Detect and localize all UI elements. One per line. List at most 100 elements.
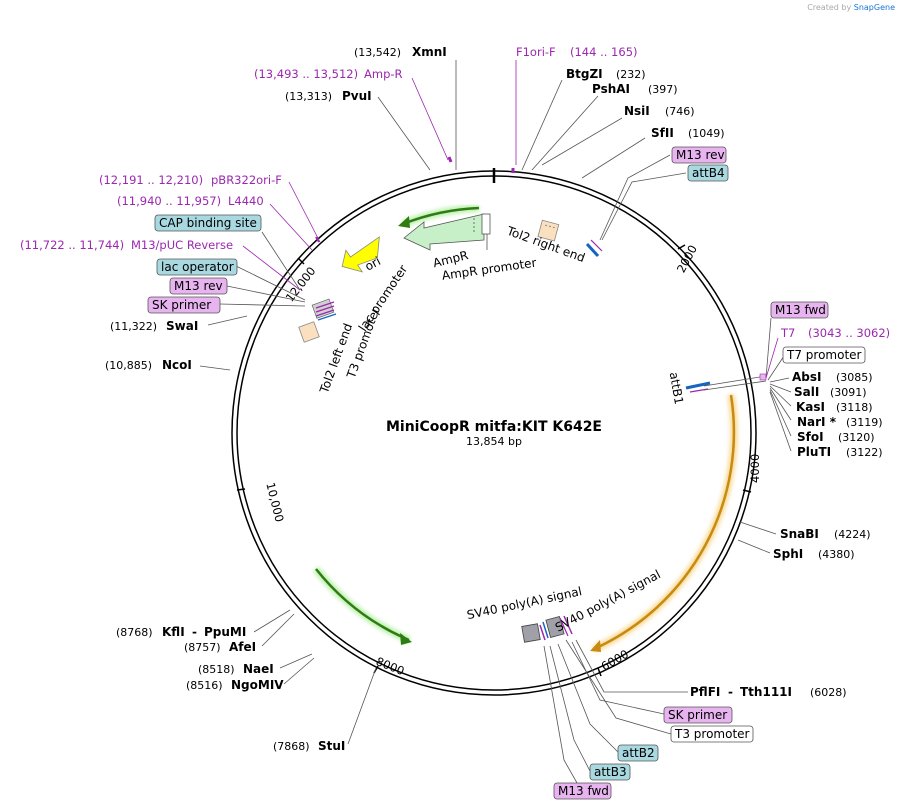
kit-cds-arrowhead [590,640,601,652]
site-pos-sfii: (1049) [688,127,725,140]
left-cluster[interactable] [298,298,337,343]
feature-arcs [313,204,738,653]
attb1-cluster[interactable] [685,373,767,393]
credit-prefix: Created by [807,3,852,12]
tol2-right-feature[interactable] [537,219,560,242]
site-pluti[interactable]: PluTI [797,445,831,459]
primer-t7[interactable]: T7 [780,326,795,340]
site-pshai[interactable]: PshAI [592,82,630,96]
tol2-right-block[interactable] [537,219,560,242]
site-nari[interactable]: NarI * [797,415,837,429]
site-kasi[interactable]: KasI [796,400,825,414]
primer-labels: F1ori-F (144 .. 165) (13,493 .. 13,512) … [20,45,890,340]
site-pos-naei: (8518) [198,663,235,676]
site-xmni[interactable]: XmnI [412,45,447,59]
site-pos-sfoi: (3120) [838,431,875,444]
site-ngomiv[interactable]: NgoMIV [231,678,284,692]
primer-f1ori-f[interactable]: F1ori-F [516,45,556,59]
site-swai[interactable]: SwaI [166,319,198,333]
leaders [199,60,792,791]
site-pos-xmni: (13,542) [354,46,401,59]
site-naei[interactable]: NaeI [243,662,274,676]
tick-label-4000: 4000 [748,454,762,483]
primer-pos-l4440: (11,940 .. 11,957) [117,194,221,208]
primer-pos-amp-r: (13,493 .. 13,512) [254,67,358,81]
circle-markers [315,156,603,258]
site-tth111i[interactable]: Tth111I [740,685,792,699]
box-t3-promoter-bottom[interactable]: T3 promoter [674,727,750,741]
ori-label: ori [363,254,383,274]
site-pos-absi: (3085) [836,371,873,384]
site-absi[interactable]: AbsI [792,370,821,384]
site-pos-afei: (8757) [184,641,221,654]
site-sfoi[interactable]: SfoI [797,430,824,444]
green-cds-arrowhead [400,633,412,645]
tol2-left-block[interactable] [298,321,320,343]
site-pos-btgzi: (232) [616,68,646,81]
site-pos-nari: (3119) [846,416,883,429]
ampr-feature[interactable] [403,213,491,251]
box-t7-promoter-right[interactable]: T7 promoter [786,348,862,362]
site-pos-pshai: (397) [648,83,678,96]
site-sali[interactable]: SalI [794,385,819,399]
ori-arrow[interactable] [337,236,389,278]
site-pos-swai: (11,322) [110,320,157,333]
box-sk-primer-bottom[interactable]: SK primer [668,708,727,722]
primer-pos-f1ori-f: (144 .. 165) [570,45,638,59]
sv40-block-2[interactable] [545,616,565,638]
primer-pbr322ori-f[interactable]: pBR322ori-F [211,173,282,187]
box-attb3[interactable]: attB3 [594,765,627,779]
green-arc-glow [313,566,411,644]
site-stui[interactable]: StuI [318,739,345,753]
boxed-labels: M13 rev attB4 M13 fwd T7 promoter CAP bi… [147,146,866,800]
box-attb2[interactable]: attB2 [622,746,655,760]
site-pos-snabi: (4224) [834,528,871,541]
tick-label-6000: 6000 [599,647,631,674]
snapgene-credit: Created by SnapGene [807,3,895,12]
site-sfii[interactable]: SfII [651,126,674,140]
ampr-promoter-block[interactable] [481,213,491,235]
site-snabi[interactable]: SnaBI [780,527,819,541]
sv40-cluster[interactable] [521,615,573,643]
site-pos-kasi: (3118) [836,401,873,414]
scale-ticks [236,244,752,677]
site-pflfi[interactable]: PflFI [690,685,720,699]
site-ncoi[interactable]: NcoI [162,358,192,372]
tick-mark-2000 [677,244,686,250]
box-lac-operator[interactable]: lac operator [161,260,234,274]
site-ppumi[interactable]: PpuMI [204,625,246,639]
site-pvui[interactable]: PvuI [342,89,372,103]
box-cap-binding-site[interactable]: CAP binding site [159,216,257,230]
tick-label-8000: 8000 [374,654,406,678]
box-m13-rev-top[interactable]: M13 rev [676,148,725,162]
site-pos-nsii: (746) [665,105,695,118]
box-m13-fwd-bottom[interactable]: M13 fwd [558,784,609,798]
primer-l4440[interactable]: L4440 [228,194,264,208]
tick-label-10000: 10,000 [263,481,286,523]
site-pos-pvui: (13,313) [285,90,332,103]
site-kfli[interactable]: KflI [162,625,185,639]
site-pos-stui: (7868) [273,740,310,753]
site-btgzi[interactable]: BtgZI [566,67,603,81]
sv40-block-1[interactable] [521,623,541,643]
site-pos-sali: (3091) [830,386,867,399]
box-m13-rev-left[interactable]: M13 rev [174,279,223,293]
site-sphi[interactable]: SphI [773,547,803,561]
ori-feature[interactable]: ori [337,236,389,278]
site-nsii[interactable]: NsiI [624,104,650,118]
orange-arc-glow [592,394,738,653]
primer-pos-pbr322ori-f: (12,191 .. 12,210) [99,173,203,187]
ampr-arrow[interactable] [403,213,485,251]
site-afei[interactable]: AfeI [229,640,256,654]
site-sep-pflfi: - [728,685,733,699]
box-attb4[interactable]: attB4 [692,166,725,180]
top-green-arrowhead [398,216,410,228]
kit-cds-arc[interactable] [593,394,736,651]
snapgene-logo-text: SnapGene [853,3,895,12]
box-m13-fwd-right[interactable]: M13 fwd [775,303,826,317]
tick-label-2000: 2000 [674,243,700,275]
green-cds-arc[interactable] [315,568,410,642]
primer-amp-r[interactable]: Amp-R [364,67,403,81]
box-sk-primer-left[interactable]: SK primer [152,298,211,312]
primer-m13puc-reverse[interactable]: M13/pUC Reverse [131,238,233,252]
